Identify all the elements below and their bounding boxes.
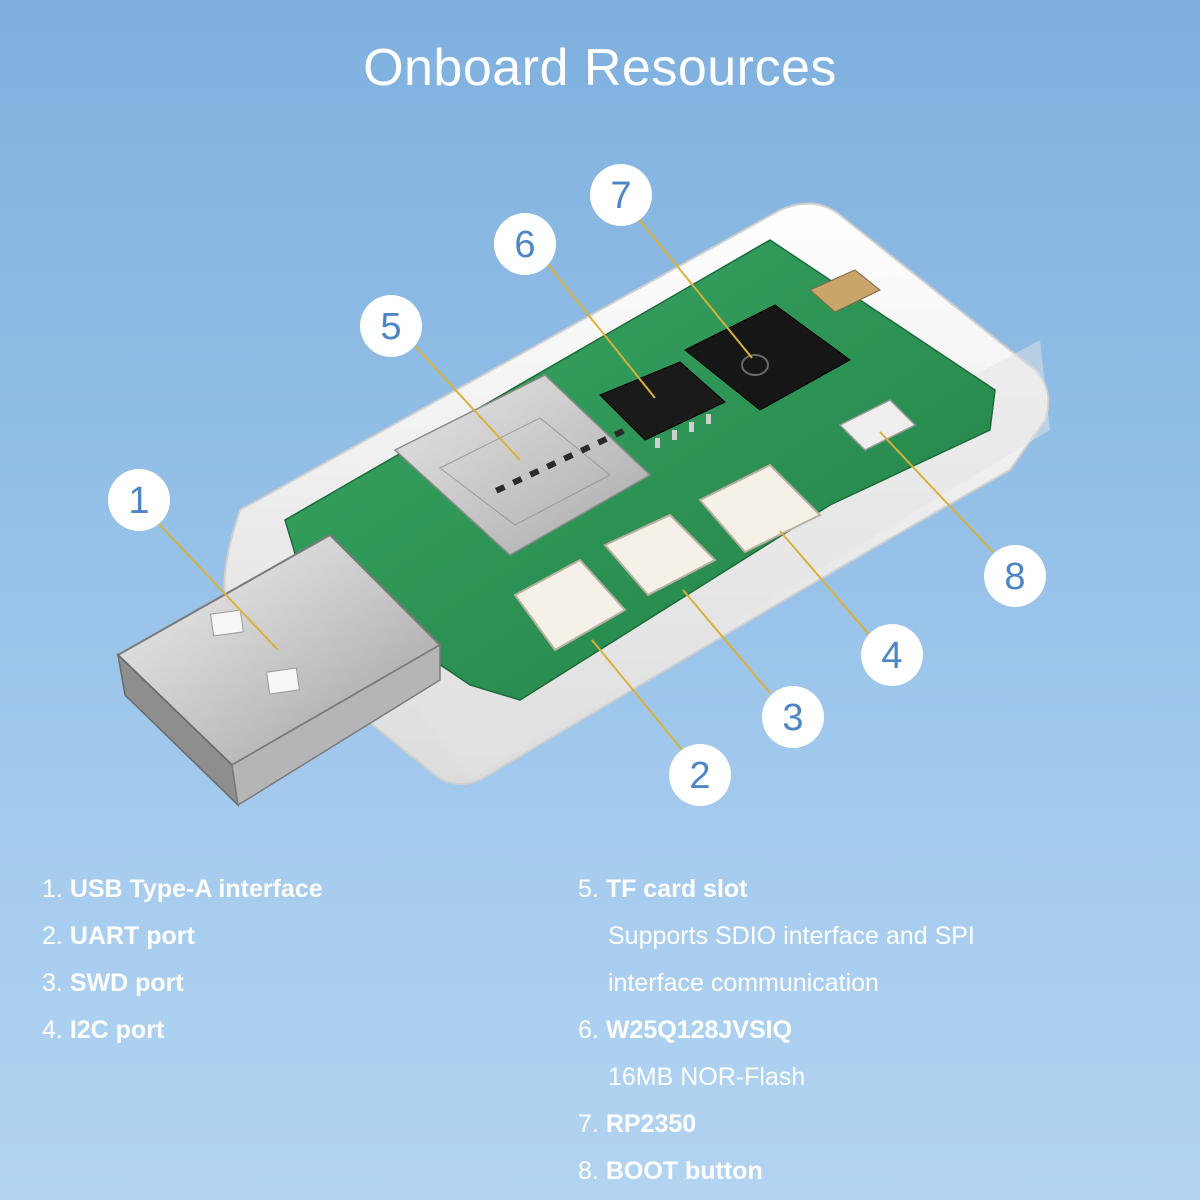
legend-number: 8. <box>578 1157 599 1185</box>
callout-badge-6: 6 <box>494 213 556 275</box>
legend-number: 5. <box>578 875 599 903</box>
legend-item-5: 5. TF card slot <box>578 866 1178 913</box>
legend-description: Supports SDIO interface and SPI <box>608 922 975 950</box>
legend-item-7: 7. RP2350 <box>578 1101 1178 1148</box>
board-illustration: 1 2 3 4 5 6 7 8 <box>0 140 1200 840</box>
callout-badge-3: 3 <box>762 686 824 748</box>
legend-number: 4. <box>42 1016 63 1044</box>
usb-type-a-plug <box>116 533 442 808</box>
callout-badge-5: 5 <box>360 295 422 357</box>
leader-line-8 <box>879 431 994 553</box>
leader-line-3 <box>682 589 771 694</box>
legend-description: interface communication <box>608 969 879 997</box>
legend-label: TF card slot <box>605 875 748 903</box>
leader-line-1 <box>157 522 279 651</box>
leader-line-4 <box>779 530 873 639</box>
uart-connector <box>513 558 627 652</box>
leader-line-6 <box>544 260 656 399</box>
callout-number-8: 8 <box>1004 556 1025 598</box>
leader-line-5 <box>414 345 521 461</box>
callout-badge-8: 8 <box>984 545 1046 607</box>
swd-connector <box>603 513 717 597</box>
legend-item-6: 6. W25Q128JVSIQ <box>578 1007 1178 1054</box>
legend-item-3: 3. SWD port <box>42 960 542 1007</box>
leader-line-2 <box>591 639 684 752</box>
legend-label: RP2350 <box>605 1110 697 1138</box>
leader-line-7 <box>637 217 753 359</box>
callout-number-4: 4 <box>881 635 902 677</box>
callout-badge-4: 4 <box>861 624 923 686</box>
callout-number-5: 5 <box>380 306 401 348</box>
callout-number-6: 6 <box>514 224 535 266</box>
legend-label: USB Type-A interface <box>69 875 323 903</box>
legend-description: 16MB NOR-Flash <box>608 1063 806 1091</box>
legend-item-8: 8. BOOT button <box>578 1148 1178 1195</box>
leader-lines <box>157 217 994 752</box>
legend-label: BOOT button <box>605 1157 763 1185</box>
callout-number-7: 7 <box>610 175 631 217</box>
board-diagram: 1 2 3 4 5 6 7 8 <box>108 164 1050 808</box>
legend-number: 1. <box>42 875 63 903</box>
legend-label: SWD port <box>69 969 184 997</box>
page-title: Onboard Resources <box>363 39 837 97</box>
legend-number: 2. <box>42 922 63 950</box>
legend-number: 6. <box>578 1016 599 1044</box>
legend-number: 7. <box>578 1110 599 1138</box>
crystal <box>809 269 881 313</box>
i2c-connector <box>698 463 822 554</box>
legend-item-1: 1. USB Type-A interface <box>42 866 542 913</box>
callout-number-1: 1 <box>128 480 149 522</box>
callout-badge-1: 1 <box>108 469 170 531</box>
legend-label: I2C port <box>69 1016 165 1044</box>
legend-label: W25Q128JVSIQ <box>605 1016 793 1044</box>
legend-item-2: 2. UART port <box>42 913 542 960</box>
legend-left: 1. USB Type-A interface 2. UART port 3. … <box>42 866 542 1054</box>
legend-number: 3. <box>42 969 63 997</box>
rp2350-chip <box>684 304 851 411</box>
callout-badge-7: 7 <box>590 164 652 226</box>
flash-chip <box>599 361 726 448</box>
callout-number-3: 3 <box>782 697 803 739</box>
callout-number-2: 2 <box>689 755 710 797</box>
callout-badge-2: 2 <box>669 744 731 806</box>
tf-card-slot <box>393 374 652 556</box>
legend-label: UART port <box>69 922 195 950</box>
legend-item-4: 4. I2C port <box>42 1007 542 1054</box>
legend-right: 5. TF card slot Supports SDIO interface … <box>578 866 1178 1195</box>
boot-button <box>838 399 917 451</box>
